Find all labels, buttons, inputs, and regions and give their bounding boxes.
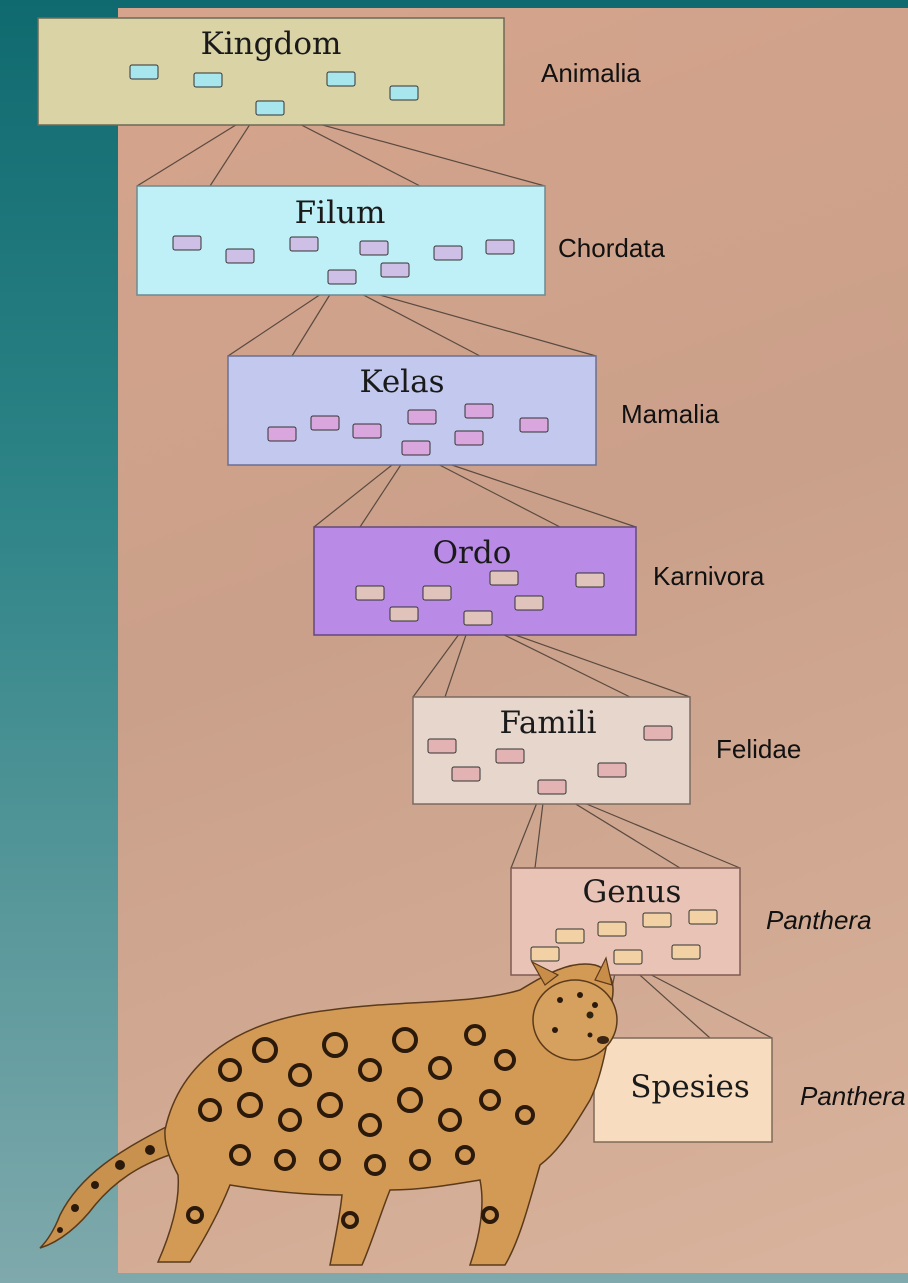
taxon-label-kingdom: Animalia: [541, 58, 641, 88]
jaguar-nose: [597, 1036, 609, 1044]
member-chip: [490, 571, 518, 585]
jaguar-eye: [587, 1012, 594, 1019]
member-chip: [356, 586, 384, 600]
member-chip: [598, 922, 626, 936]
member-chip: [268, 427, 296, 441]
rank-label-genus: Genus: [583, 874, 682, 910]
member-chip: [496, 749, 524, 763]
rank-label-spesies: Spesies: [630, 1069, 750, 1105]
member-chip: [290, 237, 318, 251]
jaguar-head: [533, 980, 617, 1060]
member-chip: [672, 945, 700, 959]
member-chip: [531, 947, 559, 961]
member-chip: [423, 586, 451, 600]
connector-filum-kelas: [228, 288, 596, 356]
taxon-label-spesies: Panthera onca: [800, 1081, 908, 1111]
taxon-label-kelas: Mamalia: [621, 399, 720, 429]
jaguar-illustration: [40, 958, 617, 1265]
member-chip: [173, 236, 201, 250]
taxon-label-filum: Chordata: [558, 233, 665, 263]
member-chip: [614, 950, 642, 964]
connector-genus-spesies: [594, 968, 772, 1038]
member-chip: [381, 263, 409, 277]
rank-label-ordo: Ordo: [433, 535, 512, 571]
connector-kelas-ordo: [314, 457, 636, 527]
rank-label-filum: Filum: [295, 195, 386, 231]
member-chip: [465, 404, 493, 418]
member-chip: [428, 739, 456, 753]
member-chip: [452, 767, 480, 781]
member-chip: [402, 441, 430, 455]
member-chip: [360, 241, 388, 255]
connector-ordo-famili: [413, 626, 690, 697]
member-chip: [464, 611, 492, 625]
member-chip: [515, 596, 543, 610]
member-chip: [226, 249, 254, 263]
member-chip: [390, 607, 418, 621]
member-chip: [130, 65, 158, 79]
member-chip: [408, 410, 436, 424]
member-chip: [311, 416, 339, 430]
member-chip: [390, 86, 418, 100]
member-chip: [455, 431, 483, 445]
member-chip: [538, 780, 566, 794]
taxon-label-genus: Panthera: [766, 905, 872, 935]
rank-label-kelas: Kelas: [360, 364, 445, 400]
member-chip: [486, 240, 514, 254]
member-chip: [689, 910, 717, 924]
taxon-label-famili: Felidae: [716, 734, 801, 764]
member-chip: [328, 270, 356, 284]
member-chip: [434, 246, 462, 260]
member-chip: [643, 913, 671, 927]
member-chip: [556, 929, 584, 943]
member-chip: [256, 101, 284, 115]
rank-label-kingdom: Kingdom: [201, 26, 342, 62]
rank-label-famili: Famili: [499, 705, 596, 741]
connector-famili-genus: [511, 795, 740, 868]
member-chip: [644, 726, 672, 740]
taxon-label-ordo: Karnivora: [653, 561, 765, 591]
member-chip: [353, 424, 381, 438]
member-chip: [194, 73, 222, 87]
member-chip: [520, 418, 548, 432]
member-chip: [327, 72, 355, 86]
member-chip: [576, 573, 604, 587]
member-chip: [598, 763, 626, 777]
